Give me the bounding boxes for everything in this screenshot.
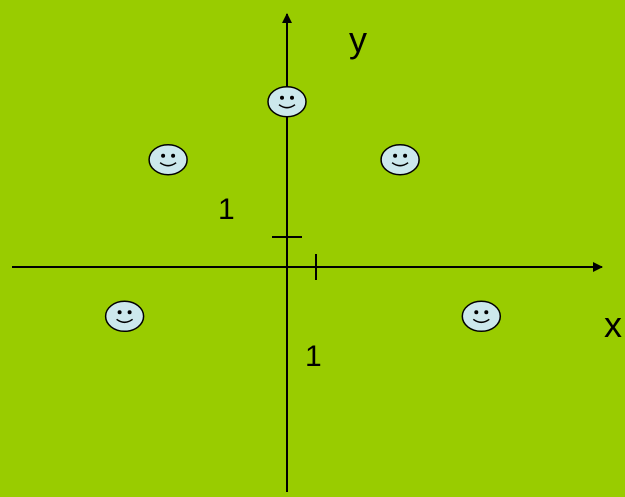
y-unit-label: 1 bbox=[218, 193, 235, 226]
face-eye bbox=[127, 310, 132, 315]
face-outline bbox=[267, 85, 307, 118]
face-outline bbox=[104, 300, 145, 333]
face-mouth bbox=[391, 162, 409, 167]
x-axis-label: x bbox=[604, 304, 622, 345]
smiley-face-icon bbox=[104, 300, 145, 333]
face-outline bbox=[461, 300, 502, 333]
face-eye bbox=[171, 153, 176, 158]
face-eye bbox=[403, 153, 408, 158]
face-outline bbox=[148, 143, 188, 176]
smiley-faces bbox=[104, 85, 502, 333]
face-eye bbox=[117, 310, 122, 315]
face-outline bbox=[380, 143, 420, 176]
face-mouth bbox=[159, 162, 177, 167]
face-eye bbox=[474, 310, 479, 315]
face-eye bbox=[484, 310, 489, 315]
face-mouth bbox=[278, 104, 296, 109]
face-mouth bbox=[472, 318, 490, 324]
face-eye bbox=[280, 95, 284, 100]
y-axis-label: y bbox=[349, 19, 367, 60]
face-eye bbox=[393, 153, 398, 158]
smiley-face-icon bbox=[267, 85, 307, 118]
face-eye bbox=[161, 153, 166, 158]
smiley-face-icon bbox=[461, 300, 502, 333]
face-eye bbox=[290, 95, 294, 100]
x-unit-label: 1 bbox=[305, 340, 322, 373]
face-mouth bbox=[116, 318, 134, 324]
smiley-face-icon bbox=[148, 143, 188, 176]
smiley-face-icon bbox=[380, 143, 420, 176]
